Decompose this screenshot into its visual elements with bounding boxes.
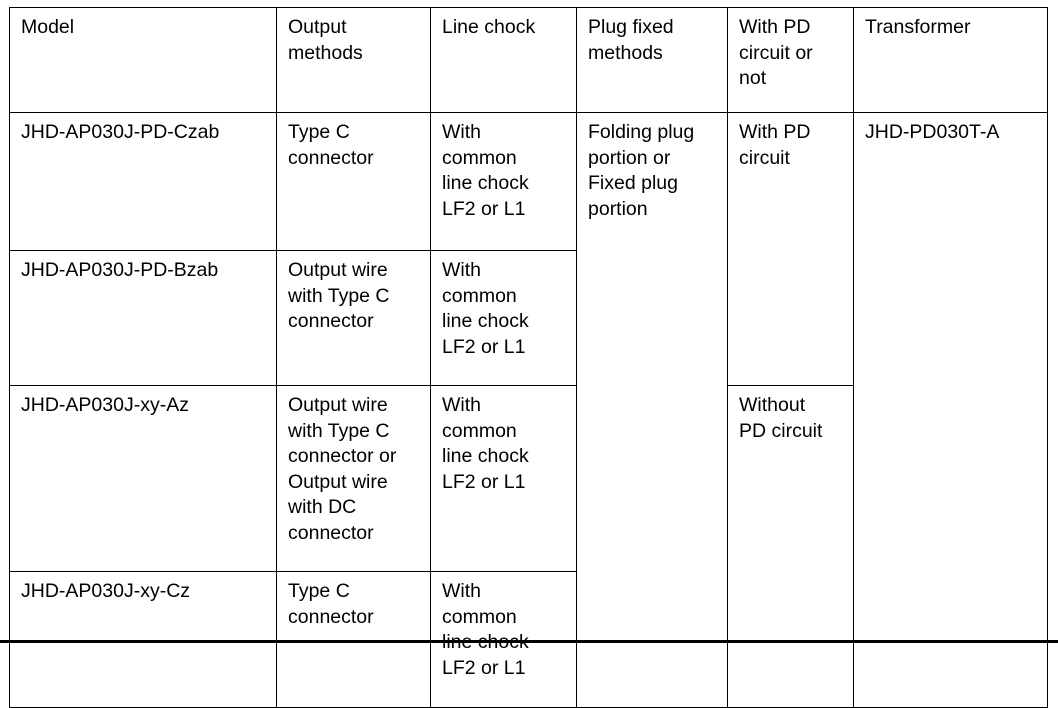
column-header-output-methods: Output methods [276, 7, 431, 113]
cell-pd-circuit: Without PD circuit [727, 385, 854, 708]
column-header-transformer: Transformer [853, 7, 1048, 113]
page-bottom-rule [0, 640, 1058, 643]
cell-model: JHD-AP030J-xy-Az [9, 385, 277, 572]
table-row: JHD-AP030J-PD-Czab Type C connector With… [9, 112, 1048, 708]
cell-line-chock: With common line chock LF2 or L1 [430, 385, 577, 572]
table-header-row: Model Output methods Line chock Plug fix… [9, 7, 1048, 113]
table-row: JHD-AP030J-PD-Bzab Output wire with Type… [9, 250, 1048, 386]
column-header-plug-fixed-methods: Plug fixed methods [576, 7, 728, 113]
cell-model: JHD-AP030J-PD-Bzab [9, 250, 277, 386]
cell-output-methods: Output wire with Type C connector [276, 250, 431, 386]
column-header-pd-circuit: With PD circuit or not [727, 7, 854, 113]
model-specification-table: Model Output methods Line chock Plug fix… [9, 7, 1048, 708]
cell-pd-circuit: With PD circuit [727, 112, 854, 386]
cell-model: JHD-AP030J-PD-Czab [9, 112, 277, 251]
cell-output-methods: Type C connector [276, 112, 431, 251]
cell-line-chock: With common line chock LF2 or L1 [430, 112, 577, 251]
cell-line-chock: With common line chock LF2 or L1 [430, 250, 577, 386]
cell-transformer: JHD-PD030T-A [853, 112, 1048, 708]
cell-output-methods: Output wire with Type C connector or Out… [276, 385, 431, 572]
cell-plug-fixed-methods: Folding plug portion or Fixed plug porti… [576, 112, 728, 708]
specification-table-container: Model Output methods Line chock Plug fix… [9, 7, 1048, 708]
column-header-model: Model [9, 7, 277, 113]
column-header-line-chock: Line chock [430, 7, 577, 113]
table-row: JHD-AP030J-xy-Az Output wire with Type C… [9, 385, 1048, 708]
